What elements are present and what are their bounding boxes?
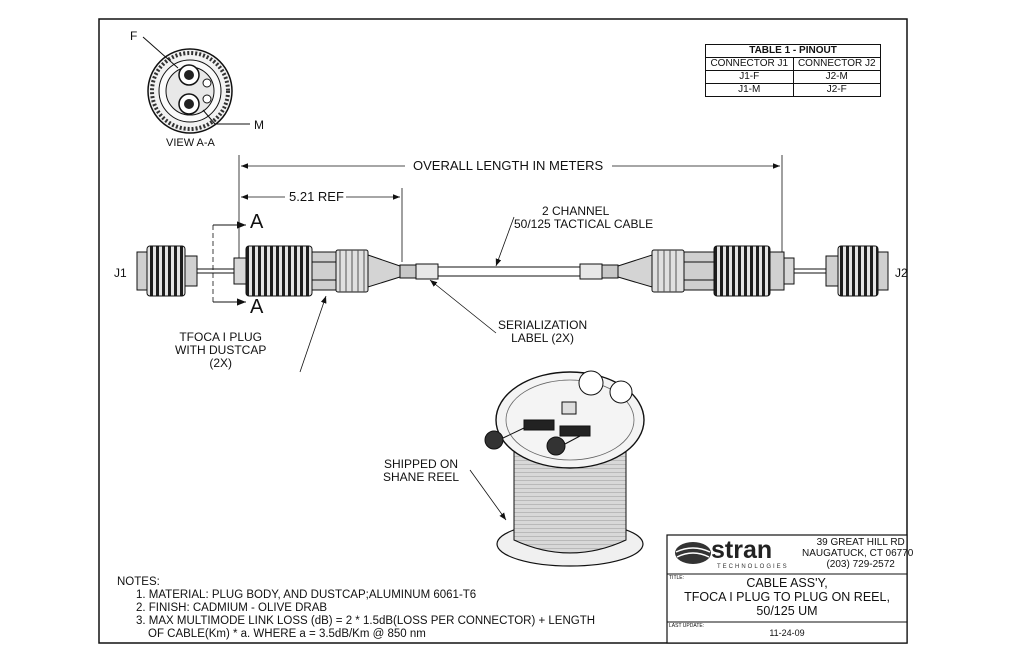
- address-line: (203) 729-2572: [826, 559, 895, 570]
- cable-callout-line1: 2 CHANNEL: [542, 204, 610, 218]
- pinout-cell: J2-F: [792, 83, 881, 97]
- section-line-a-a: [212, 221, 246, 306]
- address-line: NAUGATUCK, CT 06770: [802, 548, 914, 559]
- view-a-a-label: VIEW A-A: [166, 137, 215, 149]
- pinout-cell: J1-F: [705, 70, 794, 84]
- pinout-cell: J1-M: [705, 83, 794, 97]
- pinout-table: TABLE 1 - PINOUT CONNECTOR J1 CONNECTOR …: [705, 44, 881, 97]
- note-item: OF CABLE(Km) * a. WHERE a = 3.5dB/Km @ 8…: [148, 628, 426, 640]
- last-update-label: LAST UPDATE:: [669, 623, 705, 629]
- pinout-cell: J2-M: [792, 70, 881, 84]
- pinout-header-j2: CONNECTOR J2: [792, 57, 881, 71]
- notes-block: NOTES: 1. MATERIAL: PLUG BODY, AND DUSTC…: [117, 576, 595, 641]
- reel-callout-line2: SHANE REEL: [383, 470, 460, 484]
- company-subtitle: TECHNOLOGIES: [717, 564, 789, 570]
- overall-length-label: OVERALL LENGTH IN METERS: [413, 158, 604, 173]
- last-update-date: 11-24-09: [769, 628, 805, 638]
- reel-callout-line1: SHIPPED ON: [384, 457, 459, 471]
- section-mark-top: A: [250, 211, 264, 233]
- section-mark-bottom: A: [250, 296, 264, 318]
- plug-callout-line3: (2X): [209, 356, 232, 370]
- drawing-title-line: TFOCA I PLUG TO PLUG ON REEL,: [684, 590, 890, 604]
- drawing-title-line: CABLE ASS'Y,: [746, 576, 828, 590]
- address-line: 39 GREAT HILL RD: [816, 537, 905, 548]
- note-item: 1. MATERIAL: PLUG BODY, AND DUSTCAP;ALUM…: [136, 589, 477, 601]
- reel-drawing: [484, 370, 645, 567]
- drawing-border: [98, 18, 908, 644]
- connector-j1-label: J1: [114, 266, 127, 280]
- ref-length-label: 5.21 REF: [289, 189, 344, 204]
- pinout-header-j1: CONNECTOR J1: [705, 57, 794, 71]
- drawing-title-line: 50/125 UM: [756, 604, 818, 618]
- title-block-frame: [666, 534, 908, 644]
- plug-callout-line1: TFOCA I PLUG: [179, 330, 263, 344]
- company-address: 39 GREAT HILL RD NAUGATUCK, CT 06770 (20…: [802, 537, 913, 570]
- serialization-callout-line1: SERIALIZATION: [498, 318, 588, 332]
- end-view-drawing: [142, 36, 250, 134]
- company-logo-text: stran: [711, 536, 773, 564]
- note-item: 3. MAX MULTIMODE LINK LOSS (dB) = 2 * 1.…: [136, 615, 596, 627]
- pinout-table-title: TABLE 1 - PINOUT: [705, 44, 881, 58]
- leader-lines: [299, 216, 515, 521]
- cable-callout-line2: 50/125 TACTICAL CABLE: [514, 217, 654, 231]
- cable-assembly-drawing: [136, 245, 889, 297]
- notes-heading: NOTES:: [117, 576, 160, 588]
- callout-f-label: F: [130, 29, 138, 43]
- cable-callout: 2 CHANNEL 50/125 TACTICAL CABLE: [514, 205, 653, 231]
- connector-j2-label: J2: [895, 266, 908, 280]
- serialization-callout: SERIALIZATION LABEL (2X): [498, 319, 587, 345]
- serialization-callout-line2: LABEL (2X): [511, 331, 575, 345]
- callout-m-label: M: [254, 118, 264, 132]
- reel-callout: SHIPPED ON SHANE REEL: [383, 458, 459, 484]
- ref-dimension: [241, 188, 403, 262]
- plug-callout-line2: WITH DUSTCAP: [175, 343, 267, 357]
- note-item: 2. FINISH: CADMIUM - OLIVE DRAB: [136, 602, 328, 614]
- overall-dimension: [238, 155, 783, 260]
- plug-callout: TFOCA I PLUG WITH DUSTCAP (2X): [175, 331, 266, 370]
- drawing-title: CABLE ASS'Y, TFOCA I PLUG TO PLUG ON REE…: [667, 576, 907, 618]
- title-field-label: TITLE:: [669, 575, 685, 581]
